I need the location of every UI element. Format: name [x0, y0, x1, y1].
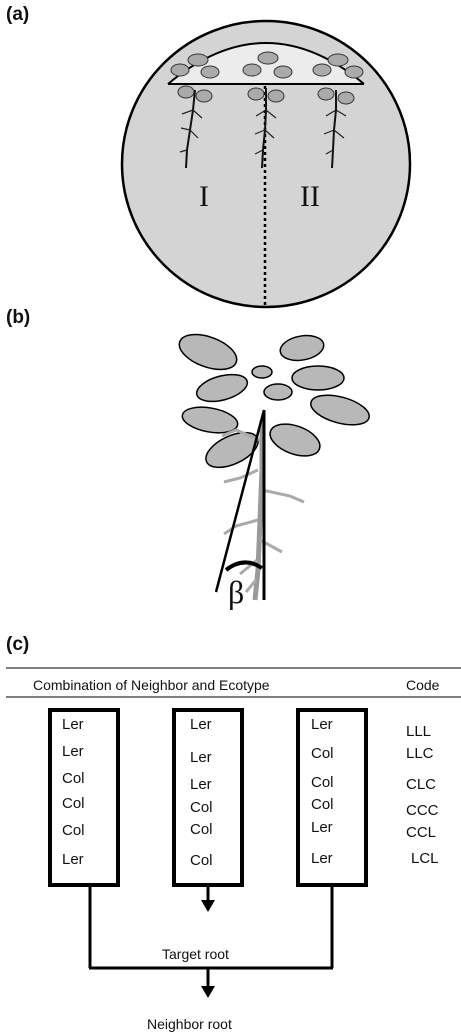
code-1: LLL [406, 724, 431, 739]
col2-row6: Col [190, 853, 213, 868]
code-3: CLC [406, 777, 436, 792]
col1-row1: Ler [62, 717, 84, 732]
col3-row5: Ler [311, 820, 333, 835]
arrow-target [201, 900, 215, 912]
col2-row5: Col [190, 822, 213, 837]
col2-row1: Ler [190, 717, 212, 732]
col3-row3: Col [311, 775, 334, 790]
col3-row2: Col [311, 746, 334, 761]
section-label-I: I [199, 180, 209, 214]
col1-row3: Col [62, 771, 85, 786]
col1-row4: Col [62, 796, 85, 811]
rosette-plant [175, 328, 373, 600]
col1-row6: Ler [62, 852, 84, 867]
col1-row5: Col [62, 823, 85, 838]
col2-row3: Ler [190, 777, 212, 792]
code-5: CCL [406, 825, 436, 840]
col3-row6: Ler [311, 851, 333, 866]
col2-row4: Col [190, 800, 213, 815]
col2-row2: Ler [190, 750, 212, 765]
code-6: LCL [411, 851, 439, 866]
col3-row4: Col [311, 797, 334, 812]
target-root-label: Target root [162, 946, 229, 962]
neighbor-root-label: Neighbor root [147, 1016, 232, 1032]
col1-row2: Ler [62, 744, 84, 759]
section-label-II: II [300, 180, 320, 214]
angle-beta-symbol: β [228, 574, 244, 611]
header-combination: Combination of Neighbor and Ecotype [33, 677, 270, 693]
col3-row1: Ler [311, 717, 333, 732]
code-2: LLC [406, 746, 434, 761]
arrow-neighbor [201, 986, 215, 998]
code-4: CCC [406, 803, 439, 818]
header-code: Code [406, 677, 439, 693]
